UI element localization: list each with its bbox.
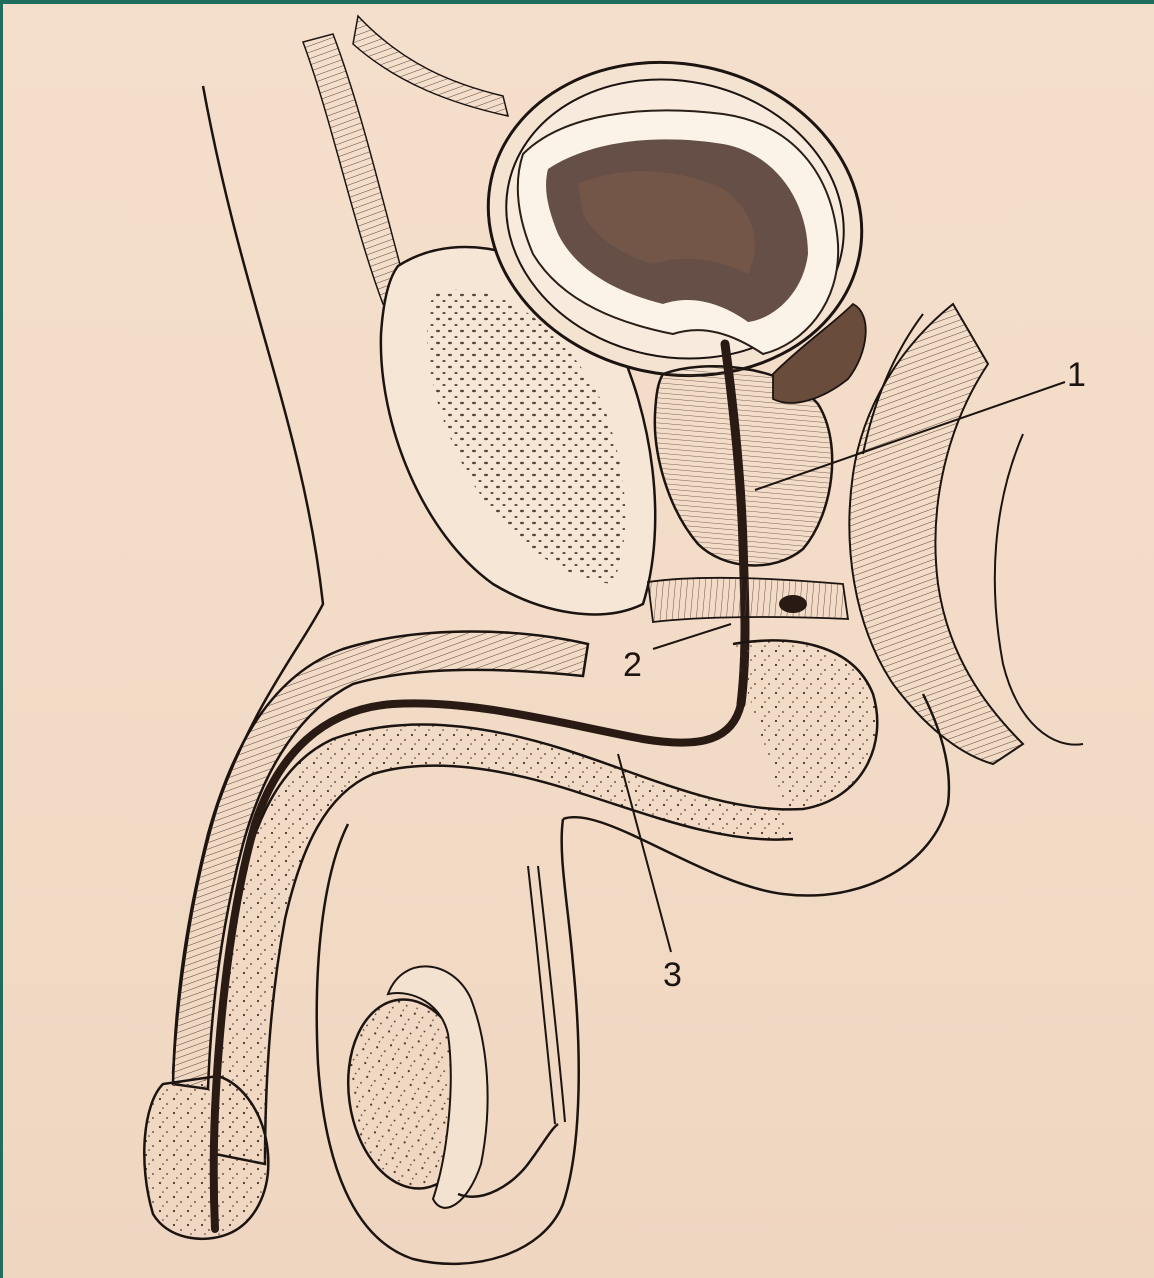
label-2: 2 [623, 646, 642, 684]
label-3: 3 [663, 956, 682, 994]
leader-line-2 [653, 624, 731, 649]
muscle-bands [303, 34, 408, 304]
label-1: 1 [1067, 356, 1086, 394]
glans [144, 1076, 268, 1239]
bulbourethral-gland [779, 595, 807, 613]
anatomical-diagram: 1 2 3 [3, 4, 1154, 1278]
urogenital-diaphragm [648, 578, 848, 622]
